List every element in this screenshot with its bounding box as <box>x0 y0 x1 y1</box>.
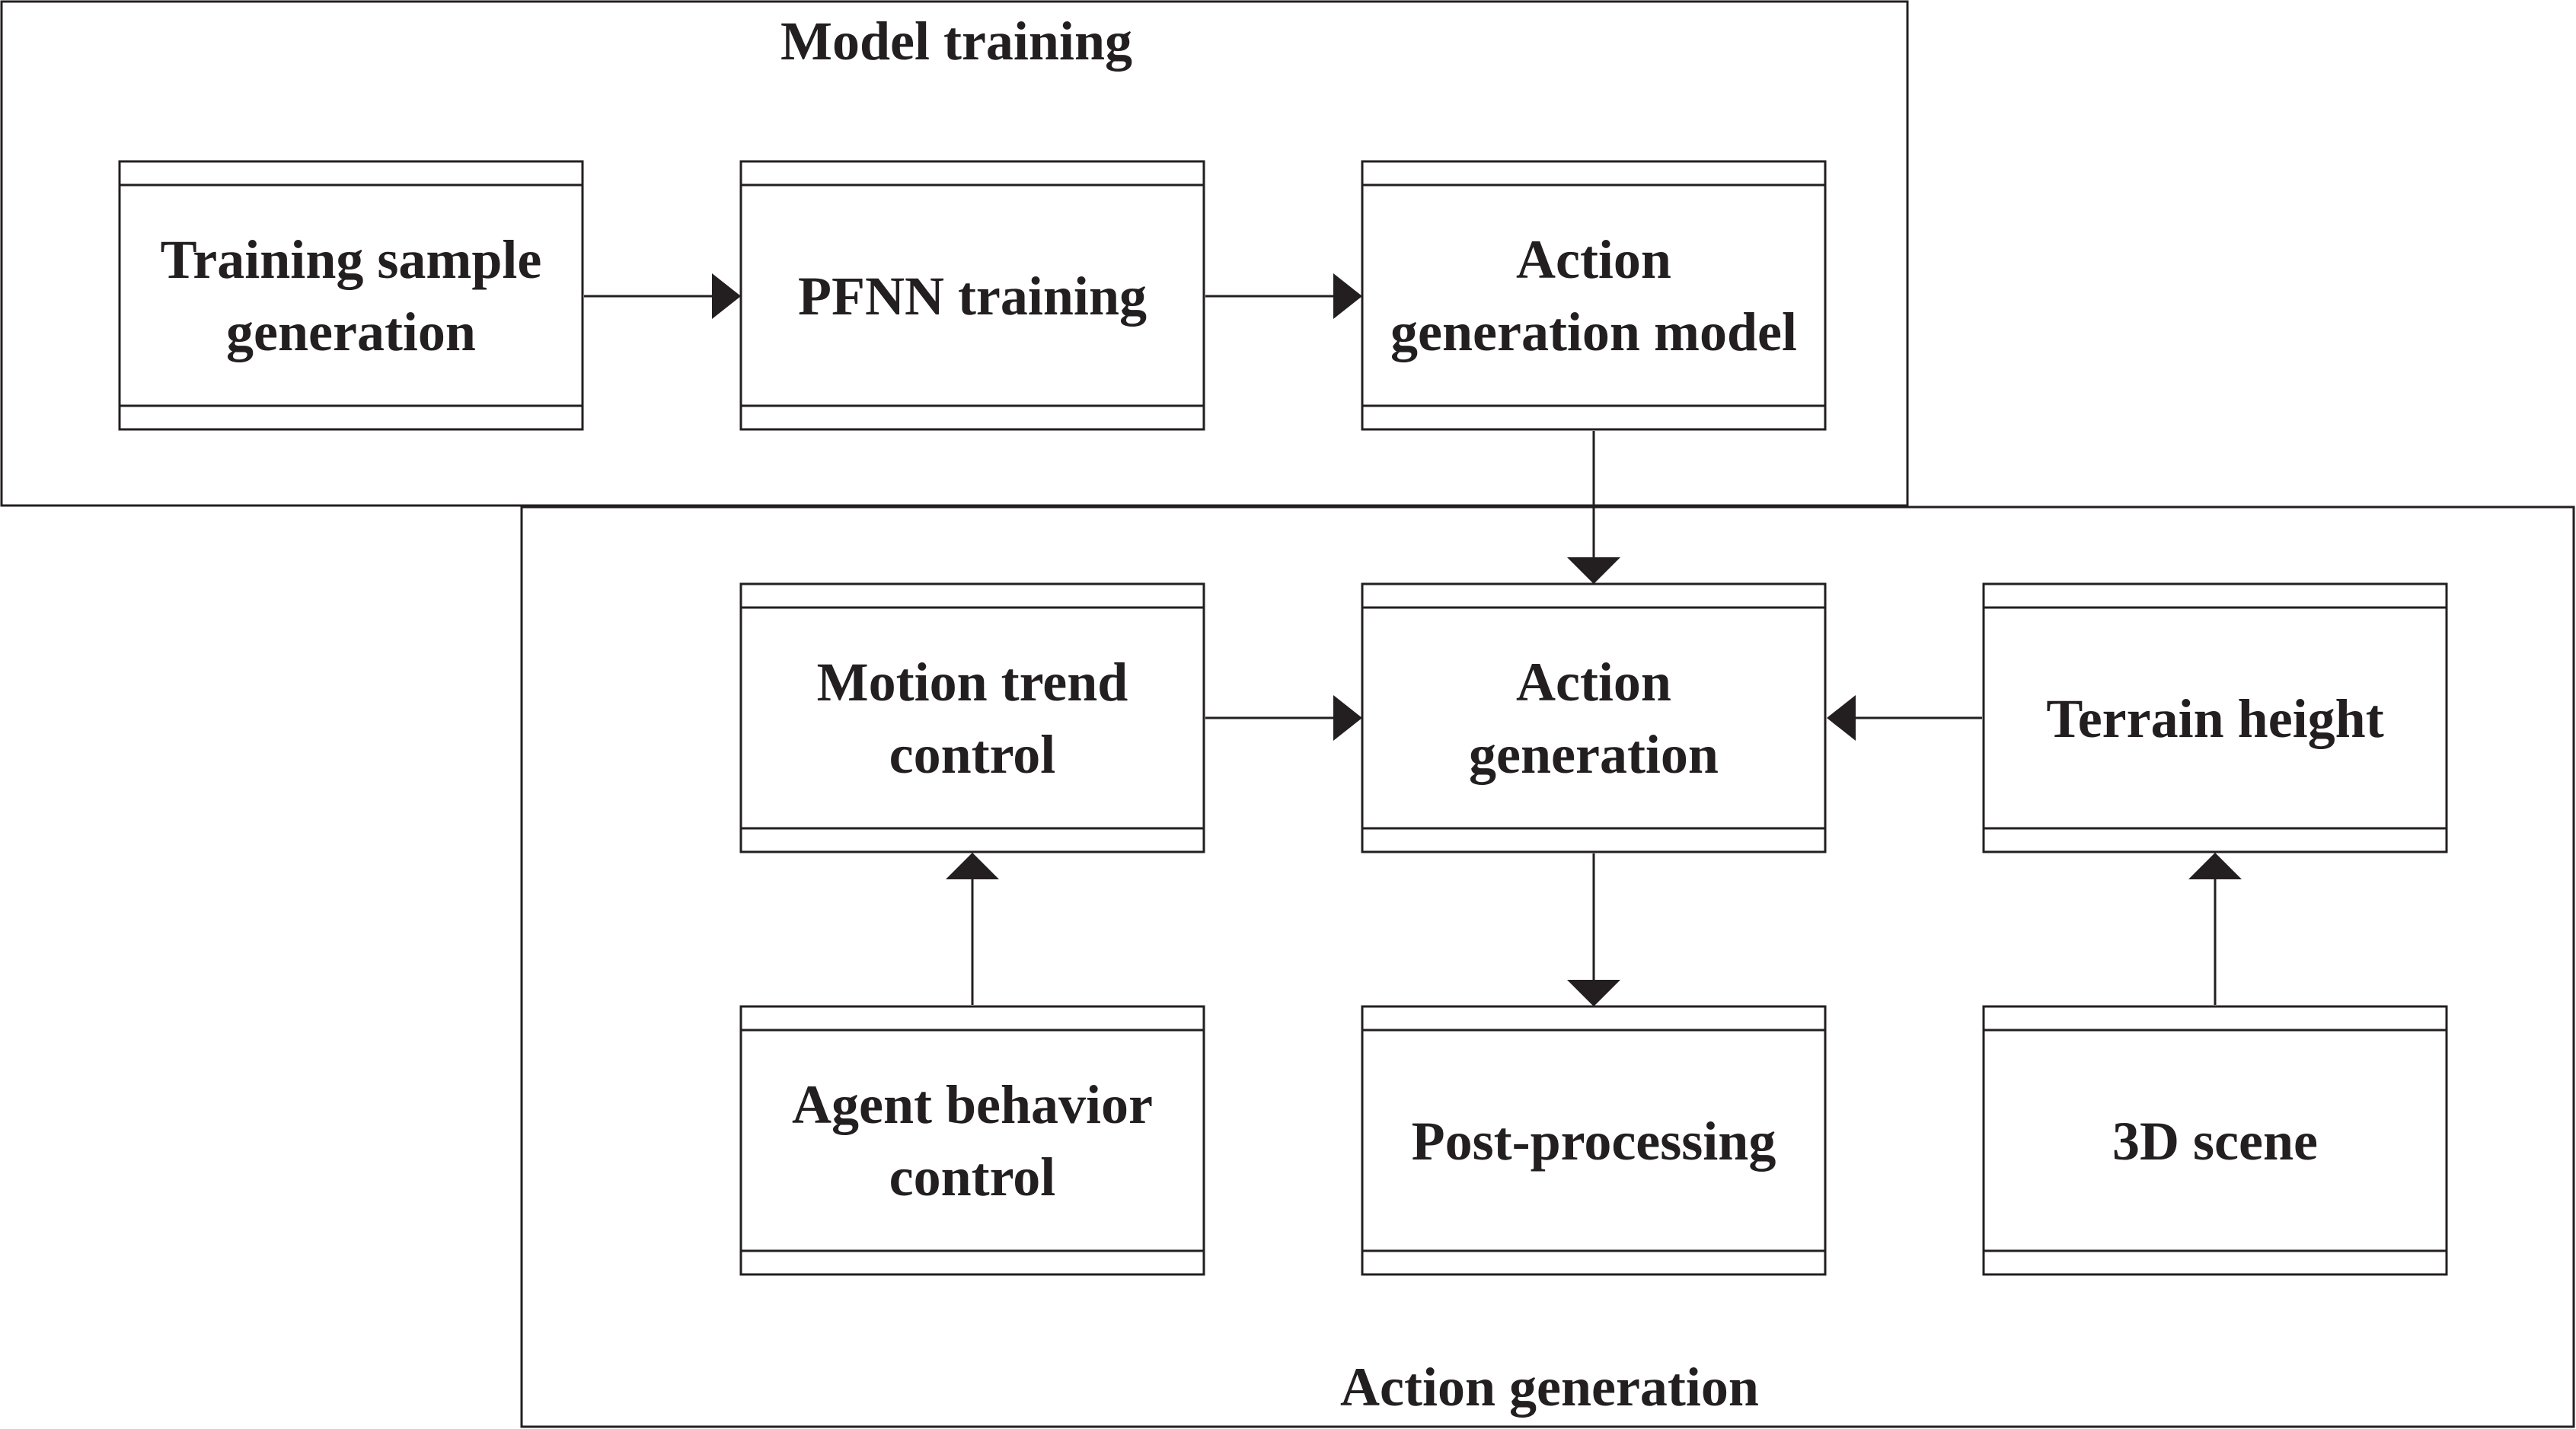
arrow-model-to-action-generation <box>1567 431 1620 584</box>
arrowhead-up <box>2188 853 2242 879</box>
arrow-pfnn-to-model <box>1205 273 1362 319</box>
box-label-line: generation <box>1469 724 1719 785</box>
box-label-line: generation <box>226 301 476 362</box>
box-label-line: Agent behavior <box>792 1074 1153 1135</box>
arrowhead-down <box>1567 980 1620 1006</box>
box-label-line: 3D scene <box>2112 1111 2318 1172</box>
box-label-line: Post-processing <box>1412 1111 1776 1172</box>
model-training-frame <box>0 0 1909 507</box>
box-label-line: Motion trend <box>817 652 1128 713</box>
box-label-line: Action <box>1516 652 1671 713</box>
arrowhead-right <box>712 273 741 319</box>
action-generation-model-box: Action generation model <box>1361 160 1827 431</box>
box-label-line: control <box>889 724 1056 785</box>
action-generation-box: Action generation <box>1361 582 1827 853</box>
terrain-height-box: Terrain height <box>1982 582 2448 853</box>
model-training-title: Model training <box>780 11 1132 72</box>
arrow-terrain-to-action-generation <box>1827 695 1982 741</box>
3d-scene-box: 3D scene <box>1982 1005 2448 1276</box>
pfnn-training-box: PFNN training <box>739 160 1205 431</box>
arrowhead-up <box>946 853 999 879</box>
arrow-agent-to-motion <box>946 853 999 1005</box>
arrow-motion-to-action-generation <box>1205 695 1362 741</box>
box-label-line: generation model <box>1390 301 1797 362</box>
arrow-scene-to-terrain <box>2188 853 2242 1005</box>
arrowhead-right <box>1333 273 1362 319</box>
post-processing-box: Post-processing <box>1361 1005 1827 1276</box>
arrow-sample-to-pfnn <box>584 273 741 319</box>
agent-behavior-control-box: Agent behavior control <box>739 1005 1205 1276</box>
action-generation-title: Action generation <box>1340 1357 1759 1418</box>
action-generation-frame <box>520 506 2575 1428</box>
arrowhead-down <box>1567 557 1620 584</box>
arrowhead-left <box>1827 695 1856 741</box>
arrow-action-generation-to-post-processing <box>1567 853 1620 1006</box>
box-label-line: Action <box>1516 229 1671 290</box>
arrowhead-right <box>1333 695 1362 741</box>
box-label-line: Training sample <box>161 229 542 290</box>
box-label-line: Terrain height <box>2046 688 2383 749</box>
box-label-line: control <box>889 1147 1056 1207</box>
motion-trend-control-box: Motion trend control <box>739 582 1205 853</box>
training-sample-generation-box: Training sample generation <box>118 160 584 431</box>
box-label-line: PFNN training <box>798 266 1147 327</box>
